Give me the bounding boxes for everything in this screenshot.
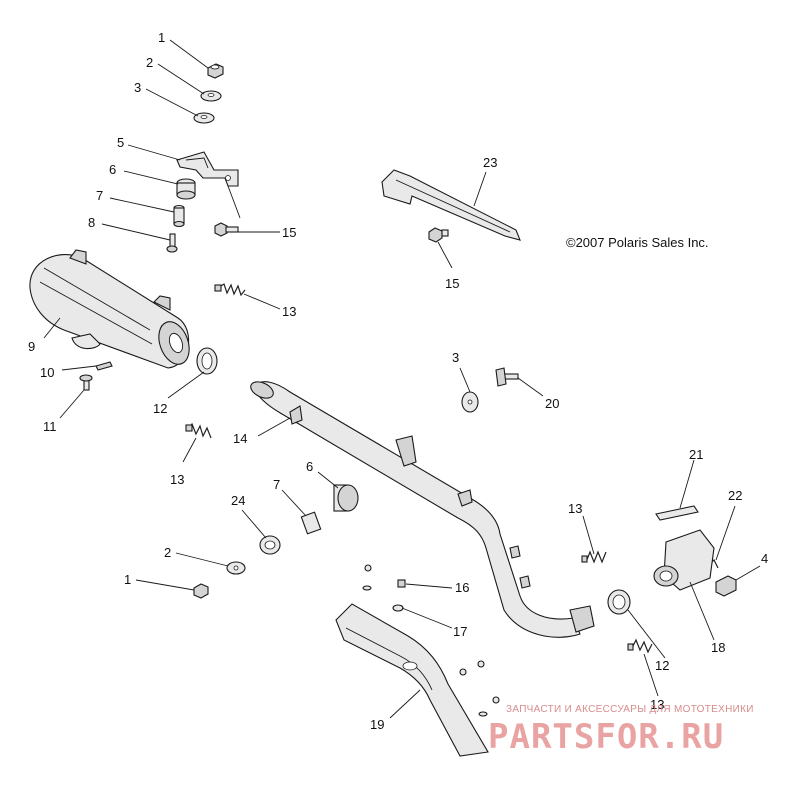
callout-12: 12 — [153, 401, 167, 416]
sleeve-7-top — [173, 204, 185, 228]
callout-7: 7 — [273, 477, 280, 492]
callout-20: 20 — [545, 396, 559, 411]
callout-8: 8 — [88, 215, 95, 230]
callout-15: 15 — [445, 276, 459, 291]
callout-13: 13 — [170, 472, 184, 487]
callout-4: 4 — [761, 551, 768, 566]
callout-5: 5 — [117, 135, 124, 150]
nut-4 — [715, 575, 737, 597]
callout-7: 7 — [96, 188, 103, 203]
callout-16: 16 — [455, 580, 469, 595]
leader-lines — [43, 39, 761, 719]
screw-10 — [95, 361, 113, 371]
spring-13-left — [185, 422, 212, 439]
grommet-6-mid — [333, 484, 359, 512]
washer-2-top — [200, 90, 222, 102]
bolt-8 — [166, 233, 178, 253]
callout-22: 22 — [728, 488, 742, 503]
callout-21: 21 — [689, 447, 703, 462]
head-pipe-14 — [250, 381, 595, 638]
washer-2-mid — [226, 561, 246, 575]
callout-18: 18 — [711, 640, 725, 655]
callout-12: 12 — [655, 658, 669, 673]
small-hardware-misc — [362, 564, 500, 717]
washer-17 — [392, 604, 404, 612]
copyright-text: ©2007 Polaris Sales Inc. — [566, 235, 709, 250]
washer-3-top — [193, 112, 215, 124]
callout-3: 3 — [134, 80, 141, 95]
bolt-11 — [79, 374, 93, 391]
callout-6: 6 — [306, 459, 313, 474]
callout-13: 13 — [282, 304, 296, 319]
muffler-9 — [29, 249, 190, 369]
nut-16 — [397, 579, 406, 588]
callout-1: 1 — [158, 30, 165, 45]
nut-1-top — [207, 63, 224, 79]
nut-1-mid — [193, 583, 209, 599]
callout-labels: 1 2 3 5 6 7 8 15 13 9 10 11 12 13 23 15 … — [28, 30, 768, 732]
callout-19: 19 — [370, 717, 384, 732]
callout-13: 13 — [650, 697, 664, 712]
heat-shield-23 — [381, 169, 521, 241]
callout-2: 2 — [164, 545, 171, 560]
gasket-21 — [655, 505, 699, 521]
spring-13-bottom — [627, 638, 653, 654]
callout-14: 14 — [233, 431, 247, 446]
heat-shield-19 — [335, 603, 489, 757]
callout-10: 10 — [40, 365, 54, 380]
gasket-12-right — [607, 589, 631, 615]
flange-18 — [653, 529, 715, 591]
sleeve-7-mid — [300, 511, 322, 535]
callout-3: 3 — [452, 350, 459, 365]
washer-24 — [259, 535, 281, 555]
callout-17: 17 — [453, 624, 467, 639]
callout-1: 1 — [124, 572, 131, 587]
callout-23: 23 — [483, 155, 497, 170]
watermark: ЗАПЧАСТИ И АКСЕССУАРЫ ДЛЯ МОТОТЕХНИКИ PA… — [488, 704, 754, 757]
watermark-tagline: ЗАПЧАСТИ И АКСЕССУАРЫ ДЛЯ МОТОТЕХНИКИ — [506, 704, 754, 715]
spring-13-right — [581, 550, 607, 564]
callout-13: 13 — [568, 501, 582, 516]
callout-2: 2 — [146, 55, 153, 70]
bolt-15-left — [214, 222, 239, 237]
callout-15: 15 — [282, 225, 296, 240]
callout-6: 6 — [109, 162, 116, 177]
washer-3-mid — [461, 391, 479, 413]
grommet-6-top — [176, 178, 196, 200]
spring-13-top — [214, 283, 246, 297]
callout-9: 9 — [28, 339, 35, 354]
bolt-15-right — [428, 227, 449, 243]
callout-11: 11 — [43, 419, 57, 434]
callout-24: 24 — [231, 493, 245, 508]
gasket-12-left — [196, 347, 218, 375]
bolt-20 — [495, 367, 519, 387]
watermark-logo: PARTSFOR.RU — [488, 717, 724, 757]
